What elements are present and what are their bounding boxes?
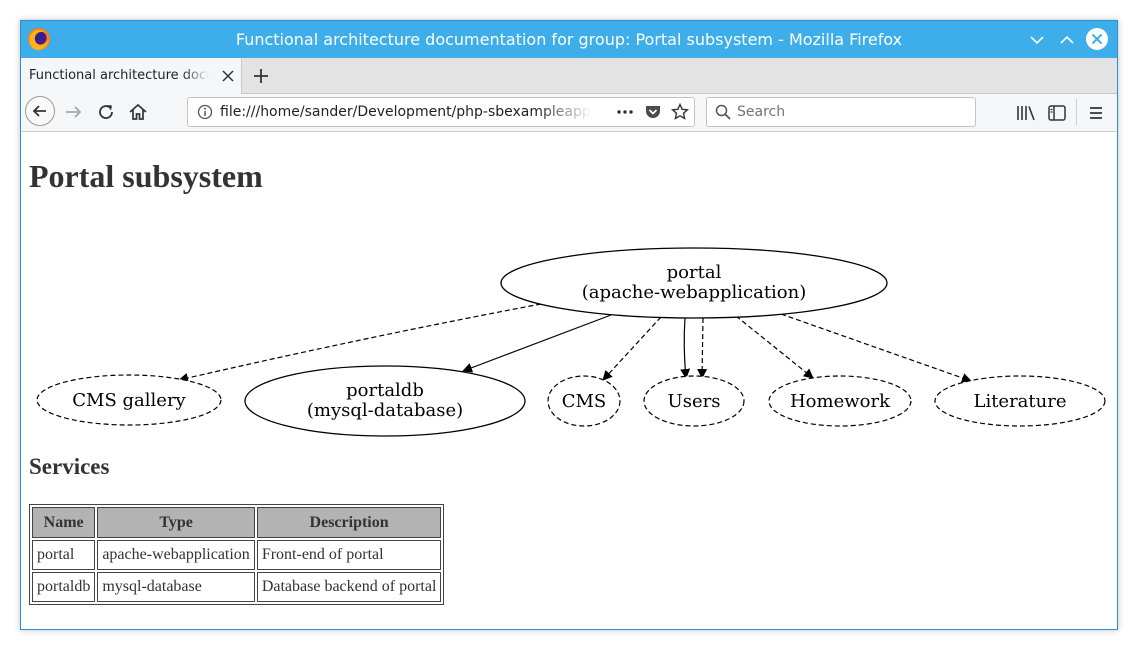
- navigation-toolbar: file:///home/sander/Development/php-sbex…: [21, 94, 1117, 132]
- node-cms: [547, 375, 621, 427]
- column-header-description: Description: [256, 507, 442, 538]
- hamburger-menu-icon[interactable]: [1085, 102, 1107, 124]
- cell-name: portaldb: [32, 572, 96, 602]
- column-header-name: Name: [32, 507, 96, 538]
- home-icon[interactable]: [127, 101, 149, 123]
- firefox-logo-icon: [28, 28, 50, 50]
- tab-active[interactable]: Functional architecture documentation fo…: [21, 58, 242, 94]
- node-literature-label: Literature: [973, 391, 1066, 412]
- minimize-chevron-down-icon[interactable]: [1026, 29, 1048, 51]
- services-heading: Services: [29, 454, 110, 479]
- edge-portal-cms: [602, 316, 662, 381]
- node-homework: [768, 375, 912, 427]
- url-text[interactable]: file:///home/sander/Development/php-sbex…: [220, 104, 592, 120]
- architecture-diagram: portal (apache-webapplication) CMS galle…: [36, 247, 1106, 437]
- cell-type: apache-webapplication: [97, 540, 255, 570]
- node-portal: [500, 247, 888, 319]
- node-portal-name: portal: [667, 262, 722, 283]
- node-portaldb: [244, 365, 526, 437]
- tab-bar: Functional architecture documentation fo…: [21, 58, 1117, 94]
- bookmark-star-icon[interactable]: [671, 103, 689, 121]
- maximize-chevron-up-icon[interactable]: [1056, 29, 1078, 51]
- edge-portal-users-dashed: [697, 317, 708, 379]
- node-portal-type: (apache-webapplication): [582, 282, 807, 303]
- browser-window: Functional architecture documentation fo…: [20, 20, 1118, 630]
- search-input-placeholder[interactable]: Search: [737, 104, 786, 120]
- table-row: portal apache-webapplication Front-end o…: [32, 540, 442, 570]
- toolbar-separator: [1076, 99, 1077, 125]
- back-button[interactable]: [25, 96, 55, 126]
- node-users: [643, 375, 745, 427]
- info-icon[interactable]: [197, 104, 213, 120]
- close-tab-icon[interactable]: [221, 69, 235, 83]
- page-content: Portal subsystem portal (apache-webappli…: [21, 132, 1117, 629]
- column-header-type: Type: [97, 507, 255, 538]
- pocket-icon[interactable]: [644, 103, 662, 121]
- node-cms-gallery-label: CMS gallery: [72, 390, 186, 411]
- back-arrow-icon: [32, 105, 46, 117]
- cell-type: mysql-database: [97, 572, 255, 602]
- close-window-icon[interactable]: [1085, 27, 1109, 51]
- forward-arrow-icon[interactable]: [63, 101, 85, 123]
- sidebar-toggle-icon[interactable]: [1046, 102, 1068, 124]
- edge-portal-users-solid: [680, 317, 691, 379]
- more-actions-dots-icon[interactable]: [616, 104, 634, 120]
- node-portaldb-name: portaldb: [346, 380, 424, 401]
- table-header-row: Name Type Description: [32, 507, 442, 538]
- reload-icon[interactable]: [95, 101, 117, 123]
- url-bar[interactable]: file:///home/sander/Development/php-sbex…: [187, 97, 695, 127]
- node-homework-label: Homework: [790, 391, 891, 412]
- tab-title: Functional architecture documentation fo…: [29, 68, 209, 83]
- cell-name: portal: [32, 540, 96, 570]
- node-portaldb-type: (mysql-database): [307, 400, 463, 421]
- new-tab-plus-icon[interactable]: [251, 66, 271, 86]
- node-users-label: Users: [668, 391, 721, 412]
- cell-description: Database backend of portal: [256, 572, 442, 602]
- edge-portal-portaldb: [462, 314, 612, 373]
- node-cms-gallery: [36, 374, 222, 426]
- page-title: Portal subsystem: [29, 158, 263, 194]
- edge-portal-homework: [735, 315, 814, 379]
- library-icon[interactable]: [1015, 102, 1037, 124]
- services-table: Name Type Description portal apache-weba…: [29, 504, 445, 605]
- search-bar[interactable]: Search: [706, 97, 976, 127]
- cell-description: Front-end of portal: [256, 540, 442, 570]
- node-cms-label: CMS: [562, 391, 607, 412]
- search-icon: [715, 104, 731, 120]
- title-bar: Functional architecture documentation fo…: [21, 21, 1117, 58]
- table-row: portaldb mysql-database Database backend…: [32, 572, 442, 602]
- window-title: Functional architecture documentation fo…: [235, 30, 903, 49]
- node-literature: [934, 375, 1106, 427]
- edge-portal-literature: [780, 313, 972, 383]
